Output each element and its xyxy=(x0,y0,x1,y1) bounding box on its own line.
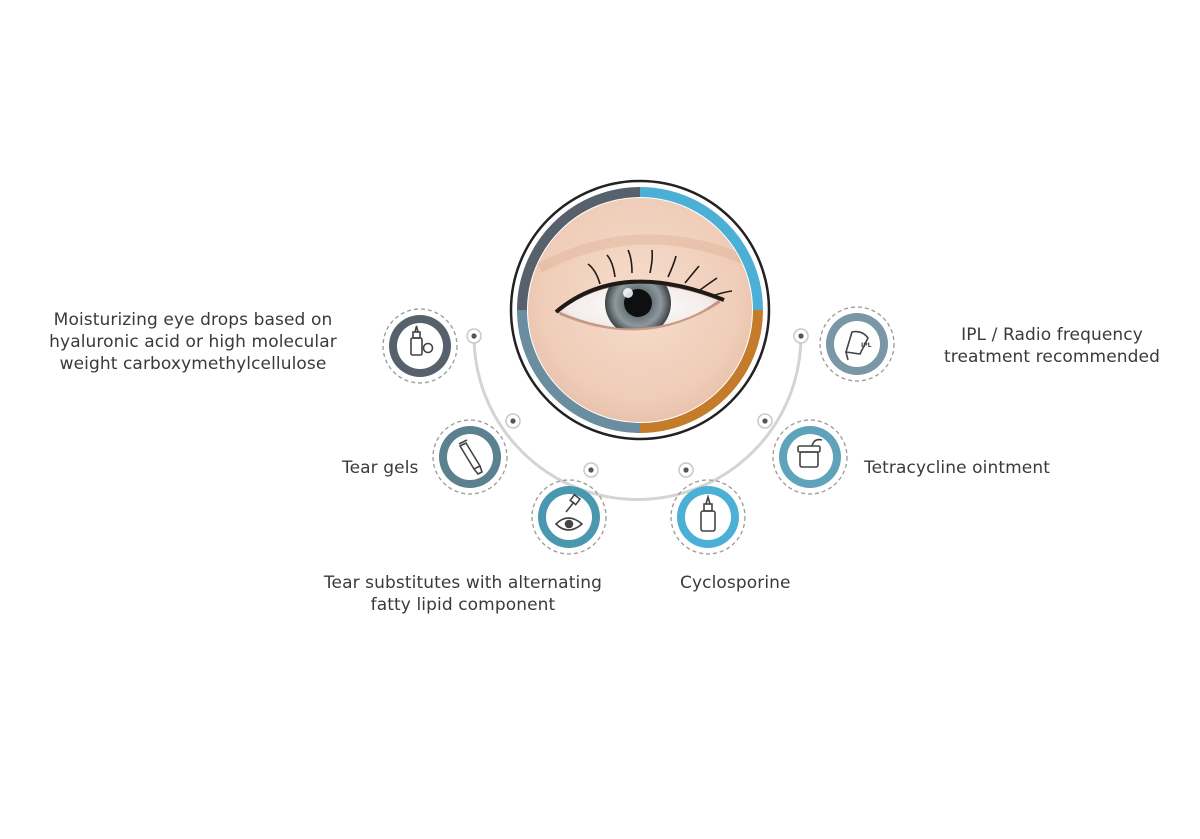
ipl-device-icon xyxy=(844,330,869,361)
label-cyclosporine: Cyclosporine xyxy=(680,573,791,593)
connector-dot xyxy=(793,328,809,344)
eye-medallion xyxy=(509,179,771,441)
label-tetracycline: Tetracycline ointment xyxy=(864,458,1050,478)
ring-segment-dark xyxy=(517,187,641,311)
connector-dot xyxy=(678,462,694,478)
label-ipl: IPL / Radio frequency treatment recommen… xyxy=(943,325,1160,367)
connector-dot xyxy=(583,462,599,478)
node-moisturizing xyxy=(382,308,458,384)
eye-photo xyxy=(528,198,752,422)
ring-segment-orange xyxy=(639,309,763,433)
label-tear-gels: Tear gels xyxy=(342,458,419,478)
label-tear-substitutes: Tear substitutes with alternating fatty … xyxy=(323,573,603,615)
node-cyclosporine xyxy=(670,479,746,555)
label-moisturizing: Moisturizing eye drops based on hyaluron… xyxy=(49,310,337,374)
node-tear-substitutes xyxy=(531,479,607,555)
gel-tube-icon xyxy=(458,439,483,476)
eye-drop-bottle-icon xyxy=(410,325,434,356)
connector-dot xyxy=(466,328,482,344)
ipl-icon-text: IPL xyxy=(861,342,872,349)
ointment-jar-icon xyxy=(797,438,823,468)
dropper-bottle-icon xyxy=(700,494,716,532)
node-tear-gels xyxy=(432,419,508,495)
ring-segment-steel xyxy=(517,309,641,433)
eye-dropper-icon xyxy=(554,493,584,531)
ring-segment-blue xyxy=(639,187,763,311)
node-tetracycline xyxy=(772,419,848,495)
connector-dot xyxy=(757,413,773,429)
connector-dot xyxy=(505,413,521,429)
node-ipl: IPL xyxy=(819,306,895,382)
connector-arc xyxy=(472,335,803,501)
connector-dots xyxy=(466,328,809,478)
